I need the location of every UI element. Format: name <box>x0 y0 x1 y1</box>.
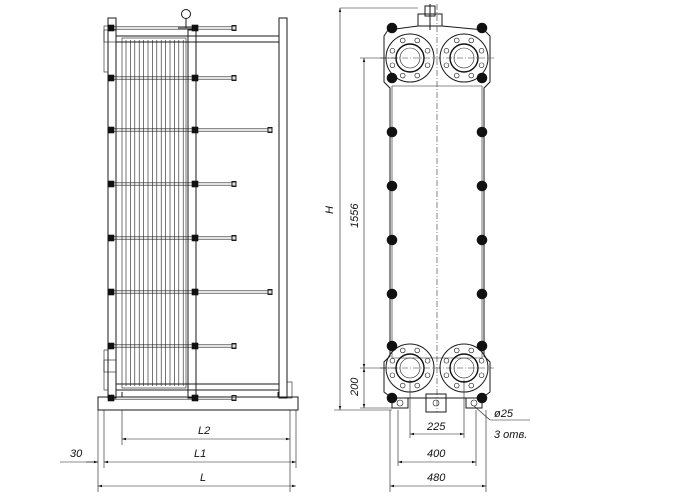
flange-bolt-hole <box>478 62 485 68</box>
flange-bolt-hole <box>443 372 450 378</box>
flange-bolt-hole <box>389 48 396 54</box>
flange-bolt-hole <box>400 72 406 79</box>
flange-bolt-hole <box>414 37 420 44</box>
flange-bolt-hole <box>424 372 431 378</box>
flange-bolt-hole <box>424 358 431 364</box>
dim-1556: 1556 <box>349 203 361 228</box>
plate-pack <box>125 40 184 386</box>
tie-rod <box>107 394 237 402</box>
flange-bolt-hole <box>443 48 450 54</box>
flange-bolt-hole <box>468 382 474 389</box>
flange-bolt-hole <box>478 358 485 364</box>
flange-bolt-hole <box>389 358 396 364</box>
flange-bolt-hole <box>400 37 406 44</box>
clamping-bolt <box>476 22 488 34</box>
clamping-bolt <box>386 234 398 246</box>
clamping-bolt <box>476 126 488 138</box>
dim-480: 480 <box>427 472 446 484</box>
front-view-dimensions: H 1556 200 225 400 480 ø25 3 отв. <box>324 7 530 492</box>
flange-bolt-hole <box>468 72 474 79</box>
clamping-bolt <box>476 234 488 246</box>
clamping-bolt <box>386 340 398 352</box>
flange-bolt-hole <box>400 382 406 389</box>
hole-count-label: 3 отв. <box>494 429 527 441</box>
flange-bolt-hole <box>468 347 474 354</box>
dim-200: 200 <box>349 377 361 397</box>
flange-bolt-hole <box>424 62 431 68</box>
flange-bolt-hole <box>443 358 450 364</box>
flange-bolt-hole <box>389 372 396 378</box>
tie-rod <box>107 126 273 134</box>
flange-bolt-hole <box>389 62 396 68</box>
hole-diameter-label: ø25 <box>494 408 514 420</box>
flange-bolt-hole <box>478 372 485 378</box>
clamping-bolt <box>386 126 398 138</box>
flange-bolt-hole <box>468 37 474 44</box>
tie-rod <box>107 180 237 188</box>
clamping-bolt <box>476 180 488 192</box>
clamping-bolt <box>476 72 488 84</box>
flange-bolt-hole <box>400 347 406 354</box>
clamping-bolt <box>386 392 398 404</box>
tie-rod <box>107 234 237 242</box>
dim-400: 400 <box>427 448 446 460</box>
clamping-bolt <box>476 288 488 300</box>
flange-bolt-hole <box>443 62 450 68</box>
dim-l2: L2 <box>198 425 210 437</box>
clamping-bolt <box>476 392 488 404</box>
clamping-bolts <box>386 22 488 404</box>
clamping-bolt <box>476 340 488 352</box>
tie-rod <box>107 24 237 32</box>
side-view <box>97 9 299 411</box>
tie-rod <box>107 74 237 82</box>
flange-bolt-hole <box>414 347 420 354</box>
flange-bolt-hole <box>424 48 431 54</box>
tie-rod <box>107 288 273 296</box>
front-view <box>380 4 494 413</box>
dim-225: 225 <box>426 421 446 433</box>
dim-h: H <box>324 206 336 214</box>
flange-bolt-hole <box>454 347 460 354</box>
flange-bolt-hole <box>414 382 420 389</box>
flange-bolt-hole <box>454 37 460 44</box>
flange-bolt-hole <box>478 48 485 54</box>
clamping-bolt <box>386 288 398 300</box>
tie-rods <box>107 24 273 402</box>
dim-l1: L1 <box>194 448 206 460</box>
side-view-dimensions: L2 L1 30 L <box>60 410 297 492</box>
clamping-bolt <box>386 180 398 192</box>
dim-gap: 30 <box>70 448 83 460</box>
flange-bolt-hole <box>414 72 420 79</box>
dim-l: L <box>200 472 206 484</box>
clamping-bolt <box>386 72 398 84</box>
flange-bolt-hole <box>454 382 460 389</box>
clamping-bolt <box>386 22 398 34</box>
tie-rod <box>107 342 237 350</box>
flange-bolt-hole <box>454 72 460 79</box>
port-flange <box>439 33 489 83</box>
